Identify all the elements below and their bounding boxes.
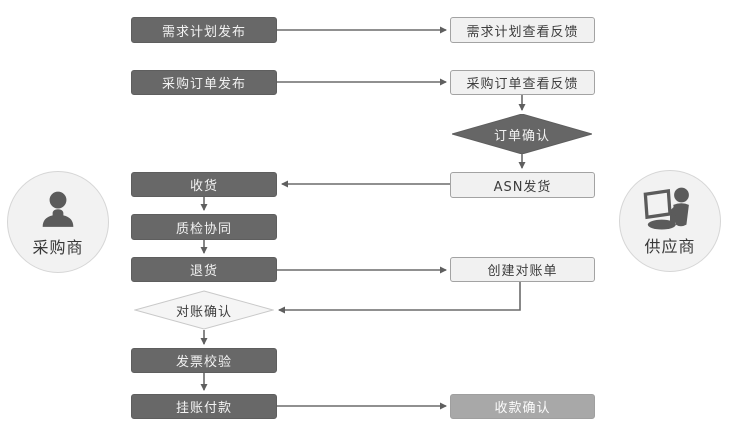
- node-payment: 挂账付款: [131, 394, 277, 419]
- diamond-shape: [452, 114, 592, 154]
- diamond-shape: [134, 290, 274, 330]
- actor-buyer: 采购商: [7, 171, 109, 273]
- actor-supplier-label: 供应商: [644, 236, 696, 256]
- node-order-confirm: 订单确认: [452, 114, 592, 154]
- node-quality-check: 质检协同: [131, 214, 277, 240]
- node-label: 订单确认: [493, 128, 550, 144]
- node-create-statement: 创建对账单: [450, 257, 595, 282]
- node-po-feedback: 采购订单查看反馈: [450, 70, 595, 95]
- node-asn-ship: ASN发货: [450, 172, 595, 198]
- connector-statement-to-confirm-elbow: [278, 282, 521, 314]
- node-return-goods: 退货: [131, 257, 277, 282]
- node-payment-confirm: 收款确认: [450, 394, 595, 419]
- node-demand-plan-feedback: 需求计划查看反馈: [450, 17, 595, 43]
- actor-buyer-label: 采购商: [32, 237, 84, 257]
- person-laptop-icon: [643, 187, 689, 230]
- actor-supplier: 供应商: [619, 170, 721, 272]
- node-invoice-verify: 发票校验: [131, 348, 277, 373]
- node-po-publish: 采购订单发布: [131, 70, 277, 95]
- node-label: 对账确认: [175, 304, 232, 320]
- node-demand-plan-publish: 需求计划发布: [131, 17, 277, 43]
- node-receive: 收货: [131, 172, 277, 197]
- person-icon: [42, 191, 74, 227]
- node-statement-confirm: 对账确认: [134, 290, 274, 330]
